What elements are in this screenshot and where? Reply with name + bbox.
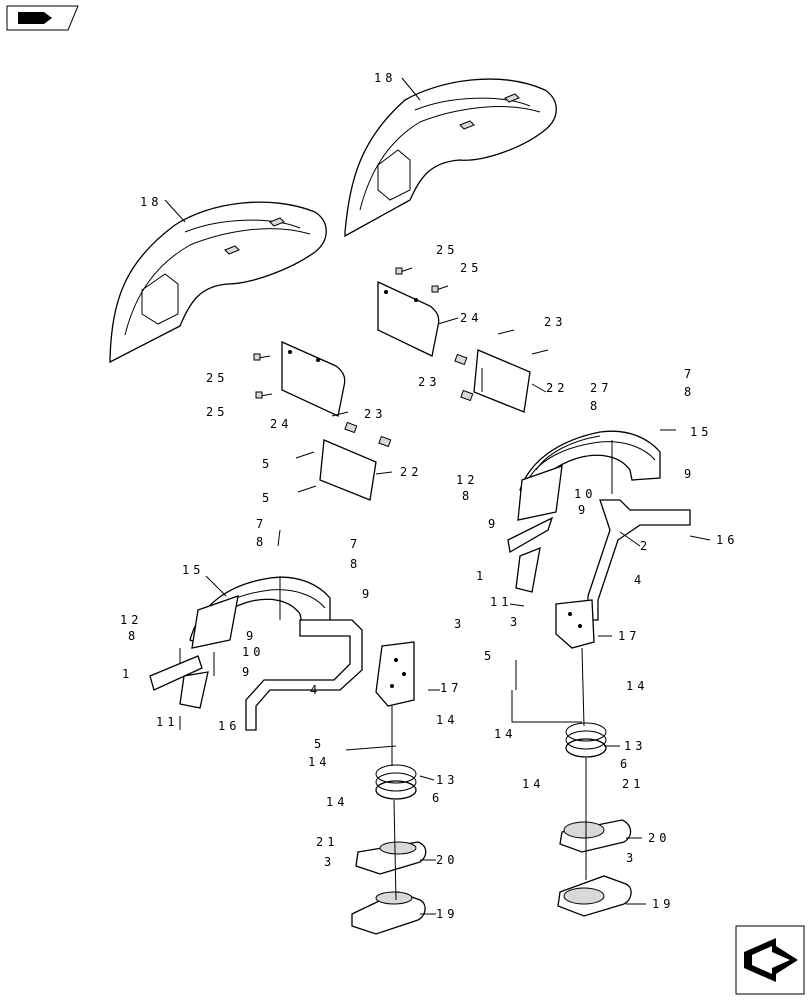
mount-plate-left <box>375 641 415 707</box>
label-24-right: 24 <box>460 311 482 325</box>
bolts <box>253 267 549 493</box>
fender-right <box>344 78 557 238</box>
next-page-arrow-icon[interactable] <box>735 925 805 995</box>
label-23-top: 23 <box>544 315 566 329</box>
label-8-d: 8 <box>256 535 267 549</box>
label-16-right: 16 <box>716 533 738 547</box>
spring-left <box>375 764 417 800</box>
brackets-right <box>507 465 563 593</box>
label-10-right: 10 <box>574 487 596 501</box>
label-9-e: 9 <box>246 629 257 643</box>
label-18-left: 18 <box>140 195 162 209</box>
label-5-d: 5 <box>484 649 495 663</box>
label-20-right: 20 <box>648 831 670 845</box>
mud-flap-left <box>281 340 346 417</box>
label-21-right: 21 <box>622 777 644 791</box>
label-13-left: 13 <box>436 773 458 787</box>
label-8-f: 8 <box>128 629 139 643</box>
label-9-b: 9 <box>578 503 589 517</box>
label-14-e: 14 <box>494 727 516 741</box>
bracket-plate-left <box>319 421 392 501</box>
label-7-a: 7 <box>684 367 695 381</box>
label-23-mid: 23 <box>418 375 440 389</box>
mud-flap-right <box>377 280 440 357</box>
label-8-c: 8 <box>462 489 473 503</box>
label-5-a: 5 <box>262 457 273 471</box>
leader-lines <box>164 77 711 915</box>
label-18-top: 18 <box>374 71 396 85</box>
label-8-e: 8 <box>350 557 361 571</box>
label-9-c: 9 <box>488 517 499 531</box>
label-15-left: 15 <box>182 563 204 577</box>
label-15-right: 15 <box>690 425 712 439</box>
label-12-right: 12 <box>456 473 478 487</box>
label-16-left: 16 <box>218 719 240 733</box>
label-13-right: 13 <box>624 739 646 753</box>
label-1-right: 1 <box>476 569 487 583</box>
label-5-c: 5 <box>314 737 325 751</box>
label-27: 27 <box>590 381 612 395</box>
label-8-a: 8 <box>590 399 601 413</box>
label-25-top-a: 25 <box>436 243 458 257</box>
fender-left <box>109 201 327 364</box>
label-22-left: 22 <box>400 465 422 479</box>
label-25-left-a: 25 <box>206 371 228 385</box>
label-6-right: 6 <box>620 757 631 771</box>
label-8-b: 8 <box>684 385 695 399</box>
brackets-left <box>149 595 239 709</box>
label-14-c: 14 <box>326 795 348 809</box>
label-7-b: 7 <box>256 517 267 531</box>
label-10-left: 10 <box>242 645 264 659</box>
part-labels: 18 18 25 25 25 25 24 24 23 23 23 22 22 2… <box>120 71 738 921</box>
label-14-d: 14 <box>626 679 648 693</box>
label-11-left: 11 <box>156 715 178 729</box>
label-7-c: 7 <box>350 537 361 551</box>
label-3-d: 3 <box>324 855 335 869</box>
base-upper-left <box>355 841 427 875</box>
label-14-f: 14 <box>522 777 544 791</box>
label-9-a: 9 <box>684 467 695 481</box>
label-1-left: 1 <box>122 667 133 681</box>
bracket-plate-right <box>454 349 531 413</box>
assembly-lines <box>179 368 613 901</box>
label-5-b: 5 <box>262 491 273 505</box>
label-14-b: 14 <box>308 755 330 769</box>
label-12-left: 12 <box>120 613 142 627</box>
label-20-left: 20 <box>436 853 458 867</box>
label-19-right: 19 <box>652 897 674 911</box>
label-3-right: 3 <box>510 615 521 629</box>
label-9-f: 9 <box>242 665 253 679</box>
label-21-left: 21 <box>316 835 338 849</box>
label-4-right: 4 <box>634 573 645 587</box>
label-23-left: 23 <box>364 407 386 421</box>
label-22-right: 22 <box>546 381 568 395</box>
label-6-left: 6 <box>432 791 443 805</box>
mount-plate-right <box>555 599 595 649</box>
base-upper-right <box>559 819 632 853</box>
base-lower-right <box>557 875 632 917</box>
label-9-d: 9 <box>362 587 373 601</box>
label-2: 2 <box>640 539 651 553</box>
label-19-left: 19 <box>436 907 458 921</box>
label-11-right: 11 <box>490 595 512 609</box>
label-17-left: 17 <box>440 681 462 695</box>
label-24-left: 24 <box>270 417 292 431</box>
book-open-icon[interactable] <box>6 5 79 31</box>
label-3-c: 3 <box>626 851 637 865</box>
label-25-left-b: 25 <box>206 405 228 419</box>
label-14-a: 14 <box>436 713 458 727</box>
label-25-top-b: 25 <box>460 261 482 275</box>
label-3-left: 3 <box>454 617 465 631</box>
label-17-right: 17 <box>618 629 640 643</box>
label-4-left: 4 <box>310 683 321 697</box>
frame-left <box>189 576 363 731</box>
base-lower-left <box>351 891 426 935</box>
spring-right <box>565 722 607 758</box>
